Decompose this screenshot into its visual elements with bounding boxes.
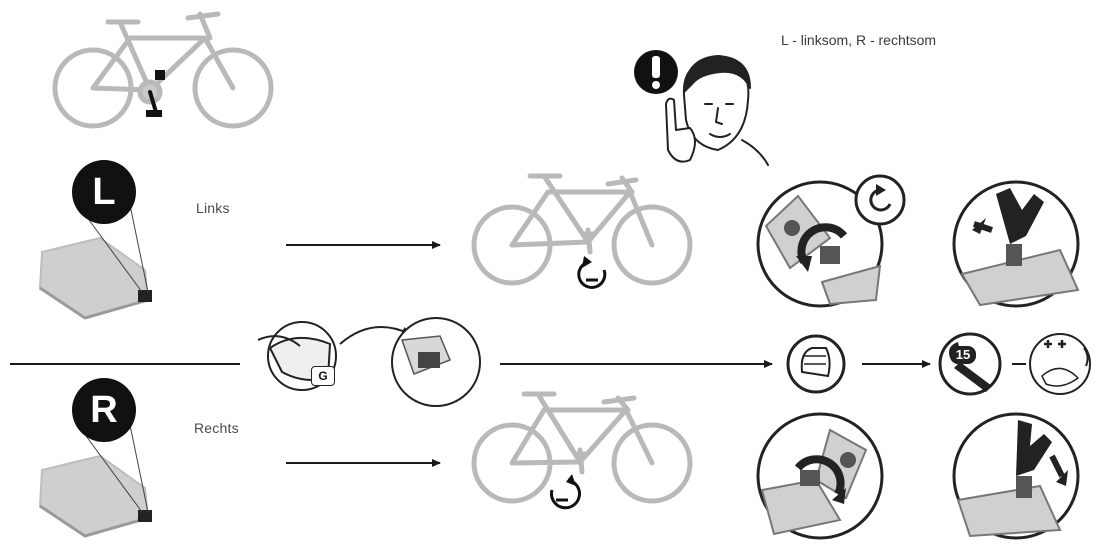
grease-badge-letter: G (318, 369, 327, 383)
hand-tighten-icon (788, 336, 844, 392)
left-label: Links (196, 200, 230, 216)
exclamation-icon (634, 50, 678, 94)
person-pointing-icon (666, 56, 768, 165)
pedal-icon (40, 425, 152, 536)
bicycle-icon (474, 394, 690, 501)
right-side-badge: R (72, 378, 136, 442)
wrench-icon (940, 334, 1000, 394)
torque-value: 15 (950, 346, 976, 364)
left-side-badge: L (72, 160, 136, 224)
wrench-icon (954, 414, 1078, 538)
rotate-clockwise-icon (551, 474, 579, 508)
rotate-counterclockwise-icon (579, 256, 605, 287)
rotate-counterclockwise-icon (856, 176, 904, 224)
bicycle-icon (55, 14, 271, 126)
right-label: Rechts (194, 420, 239, 436)
pedal-mount-step-icon (758, 414, 882, 538)
right-badge-letter: R (90, 389, 117, 432)
direction-note: L - linksom, R - rechtsom (781, 32, 936, 48)
grease-badge: G (311, 366, 335, 386)
left-badge-letter: L (92, 171, 115, 214)
grease-icon (1030, 334, 1090, 394)
grease-icon (258, 318, 480, 406)
wrench-icon (954, 182, 1078, 306)
